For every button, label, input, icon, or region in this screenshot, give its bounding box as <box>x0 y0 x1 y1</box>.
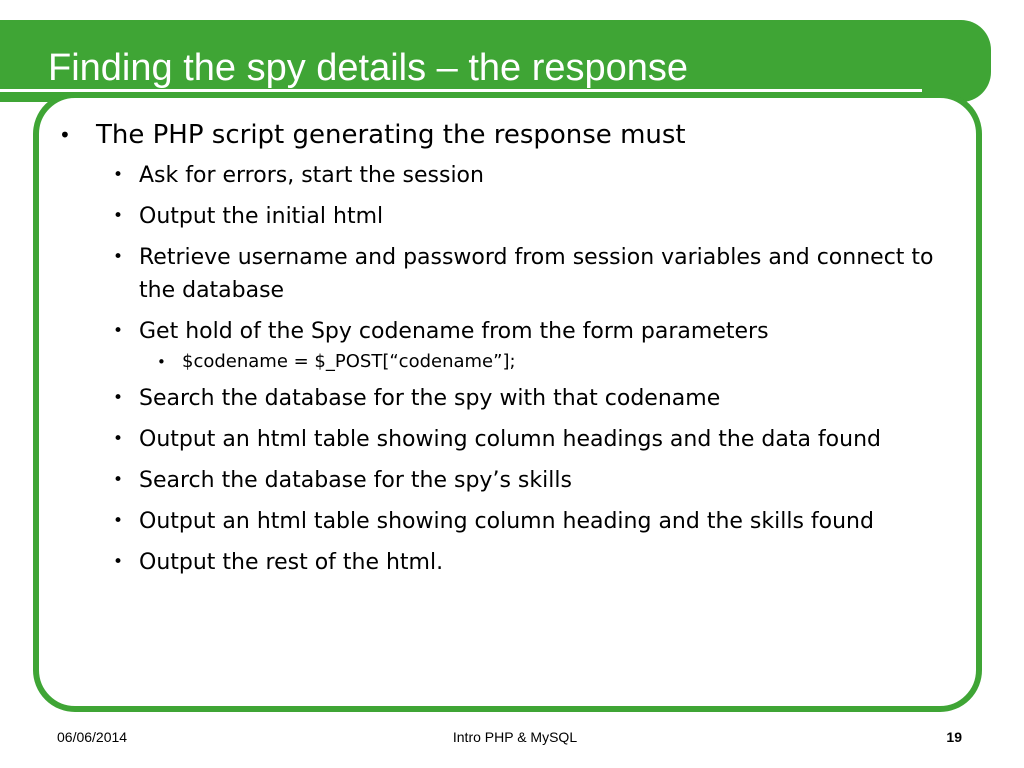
step-bullet-1: • Ask for errors, start the session <box>55 159 955 192</box>
bullet-icon: • <box>113 388 124 408</box>
step-text-7: Search the database for the spy’s skills <box>139 468 572 493</box>
bullet-icon: • <box>113 511 124 531</box>
footer-title: Intro PHP & MySQL <box>452 729 578 745</box>
code-line: $codename = $_POST[“codename”]; <box>182 351 516 372</box>
page-number: 19 <box>946 729 962 745</box>
step-bullet-2: • Output the initial html <box>55 200 955 233</box>
step-text-2: Output the initial html <box>139 204 384 229</box>
main-bullet-text: The PHP script generating the response m… <box>96 120 686 150</box>
bullet-icon: • <box>113 429 124 449</box>
bullet-icon: • <box>113 165 124 185</box>
content-frame <box>33 92 982 712</box>
step-text-5: Search the database for the spy with tha… <box>139 386 721 411</box>
bullet-icon: • <box>113 552 124 572</box>
step-bullet-5: • Search the database for the spy with t… <box>55 382 955 415</box>
bullet-icon: • <box>113 206 124 226</box>
slide-title: Finding the spy details – the response <box>48 47 689 89</box>
step-bullet-8: • Output an html table showing column he… <box>55 505 955 538</box>
step-bullet-3: • Retrieve username and password from se… <box>55 241 955 307</box>
step-bullet-6: • Output an html table showing column he… <box>55 423 955 456</box>
code-bullet: • $codename = $_POST[“codename”]; <box>55 349 955 375</box>
title-underline <box>0 89 922 92</box>
bullet-icon: • <box>113 247 124 267</box>
bullet-list: • The PHP script generating the response… <box>55 117 955 587</box>
step-bullet-7: • Search the database for the spy’s skil… <box>55 464 955 497</box>
step-text-8: Output an html table showing column head… <box>139 509 874 534</box>
bullet-icon: • <box>59 123 71 147</box>
step-text-1: Ask for errors, start the session <box>139 163 484 188</box>
main-bullet: • The PHP script generating the response… <box>55 117 955 153</box>
step-bullet-9: • Output the rest of the html. <box>55 546 955 579</box>
bullet-icon: • <box>113 321 124 341</box>
bullet-icon: • <box>113 470 124 490</box>
step-bullet-4: • Get hold of the Spy codename from the … <box>55 315 955 348</box>
step-text-9: Output the rest of the html. <box>139 550 444 575</box>
step-text-6: Output an html table showing column head… <box>139 427 881 452</box>
step-text-3: Retrieve username and password from sess… <box>139 245 934 303</box>
title-band <box>0 20 991 102</box>
footer-date: 06/06/2014 <box>57 729 128 745</box>
step-text-4: Get hold of the Spy codename from the fo… <box>139 319 769 344</box>
bullet-icon: • <box>157 353 166 371</box>
